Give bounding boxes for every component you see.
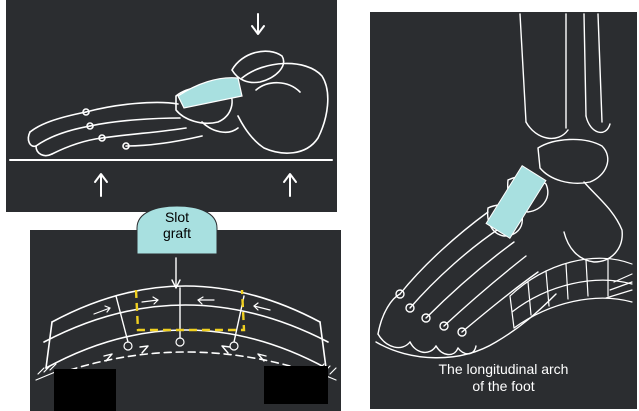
foot-oblique-skeleton [376,14,622,358]
slot-graft-label-line2: graft [135,225,219,241]
tension-arrows [104,346,266,361]
redaction-box-left [54,369,116,411]
arch-beam-diagram [30,230,341,411]
foot-skeleton [28,51,327,155]
arch-support-block [510,258,632,328]
longitudinal-arch-diagram: The longitudinal arch of the foot [370,12,637,409]
arch-graft-block [486,166,546,239]
slot-graft-label: Slot graft [135,209,219,241]
redaction-box-right [264,366,328,404]
load-arrow-down [252,14,264,34]
foot-lateral-svg [6,0,337,212]
arch-caption: The longitudinal arch of the foot [370,361,637,395]
longitudinal-arch-svg [370,12,637,409]
load-arrow-up-left [95,174,107,196]
arch-caption-line1: The longitudinal arch [370,361,637,378]
slot-graft-label-line1: Slot [135,209,219,225]
arch-caption-line2: of the foot [370,378,637,395]
load-arrow-up-right [284,174,296,196]
foot-lateral-diagram [6,0,337,212]
slot-outline [136,290,244,330]
